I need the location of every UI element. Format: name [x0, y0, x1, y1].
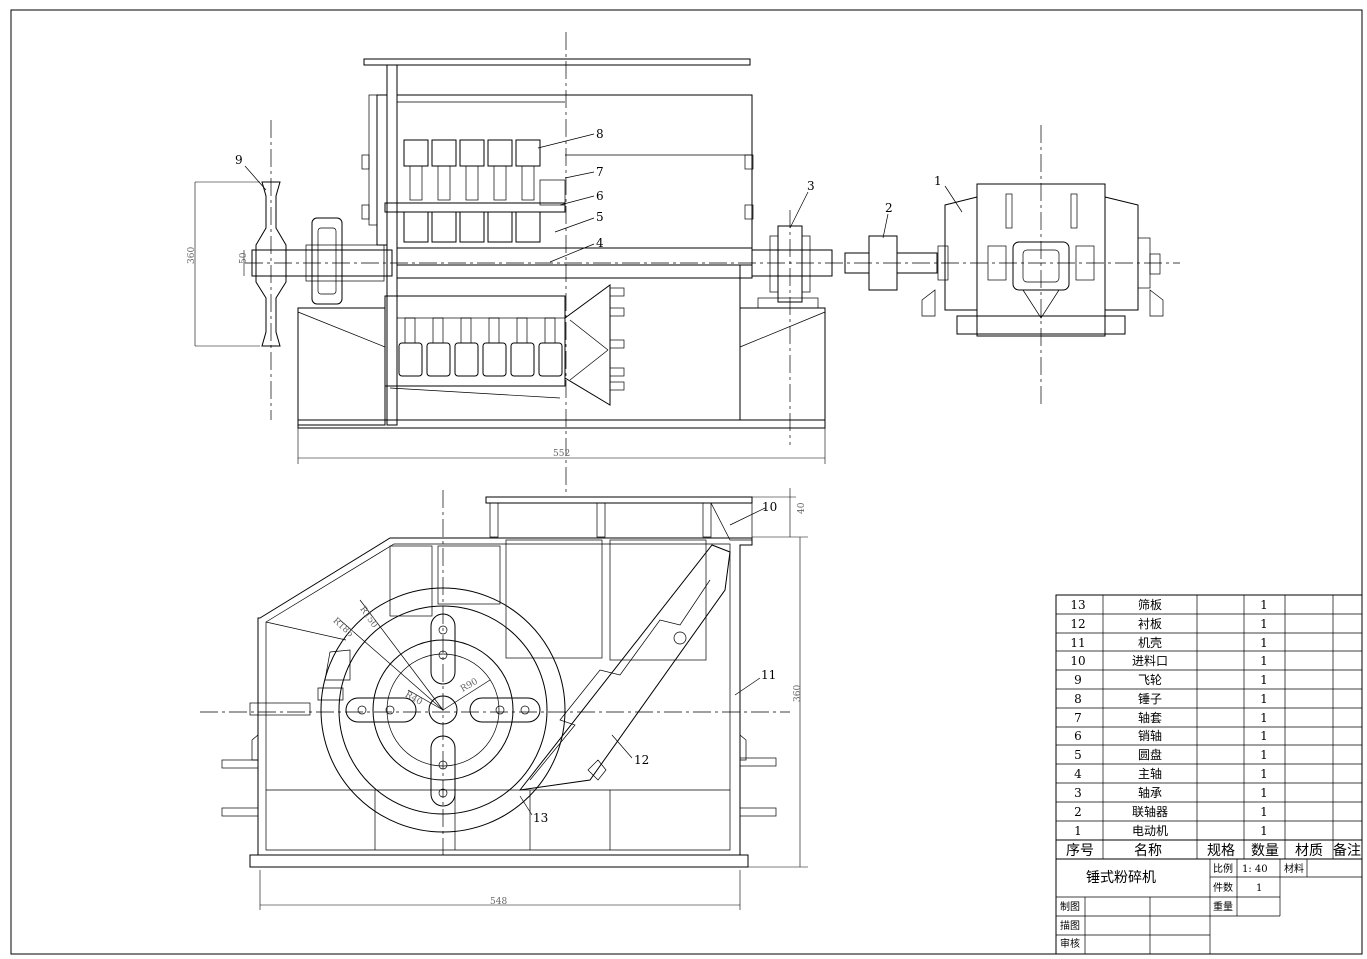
bom-row-no: 6 [1074, 729, 1082, 743]
bom-row-no: 5 [1074, 748, 1082, 762]
callout-7: 7 [596, 165, 604, 179]
traced-label: 描图 [1060, 919, 1080, 932]
bom-row-qty: 1 [1260, 711, 1268, 725]
bom-row-no: 9 [1074, 673, 1082, 687]
bom-row-no: 2 [1074, 805, 1082, 819]
callout-9: 9 [235, 153, 243, 167]
bom-row-no: 12 [1070, 617, 1085, 631]
bom-row-name: 机壳 [1138, 636, 1162, 650]
dim-shaft-dia: 50 [239, 252, 249, 264]
material-label: 材料 [1284, 862, 1304, 875]
bom-row-name: 电动机 [1132, 824, 1168, 838]
scale-value: 1: 40 [1242, 864, 1268, 875]
callout-11: 11 [761, 668, 776, 682]
callout-10: 10 [762, 500, 777, 514]
bom-row-qty: 1 [1260, 654, 1268, 668]
bom-row-qty: 1 [1260, 805, 1268, 819]
bom-row-qty: 1 [1260, 748, 1268, 762]
bom-row-name: 主轴 [1138, 766, 1162, 781]
bom-row-qty: 1 [1260, 729, 1268, 743]
callout-2: 2 [885, 201, 893, 215]
callout-8: 8 [596, 127, 604, 141]
bom-header-material: 材质 [1295, 843, 1323, 859]
bom-row-no: 10 [1070, 654, 1085, 668]
bom-row-qty: 1 [1260, 767, 1268, 781]
callout-5: 5 [596, 210, 604, 224]
dim-overall-length-bottom: 548 [490, 897, 507, 907]
callout-4: 4 [596, 236, 604, 250]
motor [921, 183, 1164, 337]
bom-row-name: 衬板 [1138, 617, 1162, 631]
bom-row-no: 13 [1070, 598, 1085, 612]
scale-label: 比例 [1213, 862, 1233, 875]
bom-row-name: 圆盘 [1138, 747, 1162, 762]
bom-header-qty: 数量 [1251, 843, 1279, 859]
bom-row-name: 锤子 [1138, 691, 1162, 706]
callout-12: 12 [634, 753, 649, 767]
bom-row-no: 1 [1074, 824, 1082, 838]
count-value: 1 [1256, 883, 1262, 894]
drawing-title: 锤式粉碎机 [1086, 870, 1156, 886]
upper-hammers [403, 139, 566, 243]
dim-machine-height: 360 [793, 685, 803, 702]
weight-label: 重量 [1213, 900, 1233, 913]
bom-header-spec: 规格 [1207, 843, 1235, 859]
drawn-label: 制图 [1060, 900, 1080, 913]
section-view [200, 488, 808, 910]
bom-row-no: 3 [1074, 786, 1082, 800]
bom-row-no: 11 [1070, 636, 1085, 650]
bom-row-name: 轴套 [1138, 710, 1162, 725]
dim-inlet-height: 40 [797, 502, 807, 514]
dim-rotor-inner: R40 [403, 690, 424, 708]
lower-hammers [398, 317, 563, 377]
bom-row-qty: 1 [1260, 636, 1268, 650]
dim-disc-radius: R90 [459, 677, 480, 695]
bom-rows: 13 筛板 1 12 衬板 1 11 机壳 1 10 进料口 1 9 飞轮 1 … [1066, 597, 1361, 859]
bom-row-name: 进料口 [1132, 654, 1168, 668]
bom-row-no: 7 [1074, 711, 1082, 725]
callout-3: 3 [807, 179, 815, 193]
flywheel [255, 181, 287, 347]
bearing [751, 225, 833, 309]
callout-1: 1 [934, 174, 942, 188]
dim-flywheel-height: 360 [187, 247, 197, 264]
bom-row-qty: 1 [1260, 673, 1268, 687]
bom-row-name: 轴承 [1138, 785, 1162, 800]
title-block [1055, 858, 1363, 955]
drawing-frame [10, 9, 1363, 955]
bom-row-name: 联轴器 [1132, 804, 1168, 819]
bom-header-name: 名称 [1134, 843, 1162, 859]
checked-label: 审核 [1060, 937, 1080, 950]
bom-row-qty: 1 [1260, 598, 1268, 612]
callout-6: 6 [596, 189, 604, 203]
dim-overall-length-top: 552 [553, 449, 570, 459]
bom-row-name: 飞轮 [1138, 673, 1162, 687]
bom-row-qty: 1 [1260, 824, 1268, 838]
bom-row-qty: 1 [1260, 617, 1268, 631]
bom-row-qty: 1 [1260, 692, 1268, 706]
bom-row-no: 4 [1074, 767, 1082, 781]
bom-header-note: 备注 [1333, 842, 1361, 859]
bom-table [1055, 594, 1363, 860]
count-label: 件数 [1213, 881, 1233, 894]
callout-13: 13 [533, 811, 548, 825]
dim-rotor-outer: R185 [331, 616, 356, 640]
front-view [194, 32, 1180, 495]
bom-row-no: 8 [1074, 692, 1082, 706]
bom-row-name: 筛板 [1138, 597, 1162, 612]
bom-row-qty: 1 [1260, 786, 1268, 800]
bom-row-name: 销轴 [1138, 728, 1162, 743]
bom-header-no: 序号 [1066, 843, 1094, 859]
